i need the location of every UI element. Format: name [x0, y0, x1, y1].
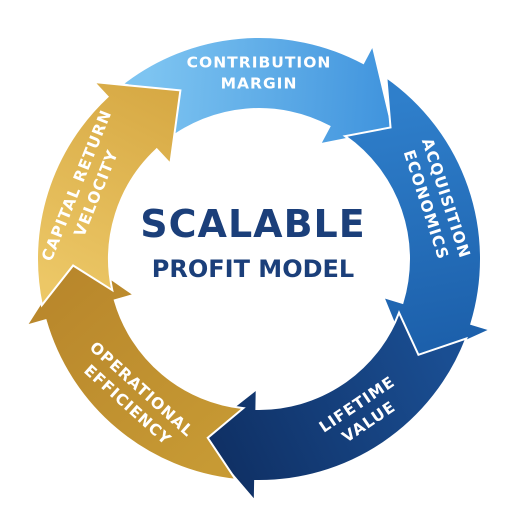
center-subtitle: PROFIT MODEL	[152, 255, 354, 283]
center-title: SCALABLE	[140, 202, 365, 246]
cycle-arrow-3	[24, 251, 246, 482]
cycle-arrow-0	[120, 36, 395, 146]
cycle-arrow-2	[197, 310, 468, 504]
cycle-arrow-4	[36, 80, 182, 308]
segment-label-line: CONTRIBUTION	[187, 54, 332, 72]
segment-label-line: MARGIN	[221, 75, 298, 93]
cycle-arrows	[24, 36, 494, 504]
segment-label-0: CONTRIBUTION MARGIN	[187, 54, 332, 93]
cycle-arrow-1	[342, 75, 494, 368]
center-text: SCALABLE PROFIT MODEL	[140, 202, 365, 283]
